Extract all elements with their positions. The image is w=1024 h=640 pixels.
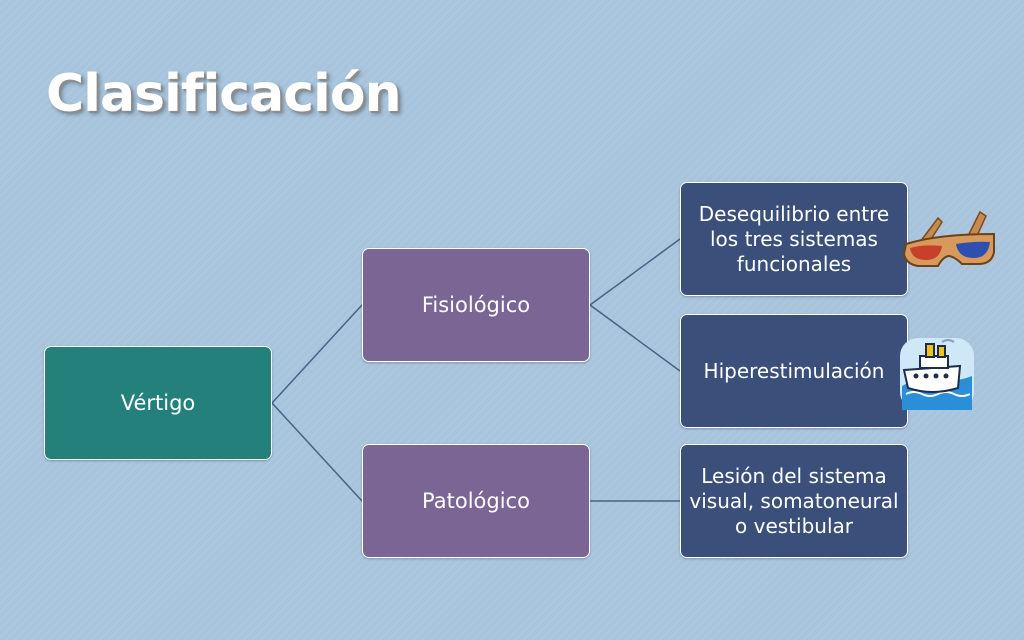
glasses-icon <box>902 210 995 267</box>
node-fisiologico: Fisiológico <box>362 248 590 362</box>
ship-icon <box>900 338 974 410</box>
node-patologico: Patológico <box>362 444 590 558</box>
node-hiperestimulacion: Hiperestimulación <box>680 314 908 428</box>
node-vertigo: Vértigo <box>44 346 272 460</box>
connector-root-patologico <box>271 402 363 502</box>
node-lesion: Lesión del sistema visual, somatoneural … <box>680 444 908 558</box>
slide-title: Clasificación <box>46 64 402 124</box>
connector-fisiologico-desequilibrio <box>589 238 681 306</box>
connector-fisiologico-hiperestimulacion <box>589 304 681 372</box>
node-desequilibrio: Desequilibrio entre los tres sistemas fu… <box>680 182 908 296</box>
connector-root-fisiologico <box>271 304 363 404</box>
